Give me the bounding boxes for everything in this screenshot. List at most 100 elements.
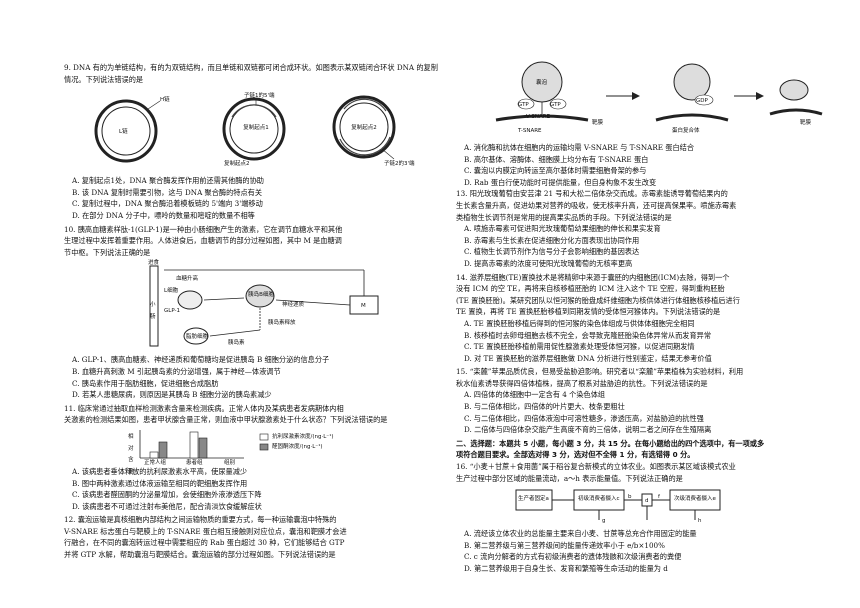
question-stem-line: 12. 囊泡运输是真核细胞内部结构之间运输物质的重要方式，每一种运输囊泡中特殊的 (64, 515, 337, 525)
option-a: A. TE 置换胚胎移植后得到的恒河猴的染色体组成与供体体细胞完全相同 (464, 318, 695, 328)
option-a: A. 流经该立体农业的总能量主要来自小麦、甘蔗等总充合作用固定的能量 (464, 529, 697, 539)
question-stem-line: 16. “小麦＋甘蔗＋食用菌”属于稻谷复合新模式的立体农业。如图表示某区域该模式… (456, 462, 736, 472)
gtp-label-2: GTP (550, 102, 561, 108)
question-stem-line: 11. 临床常通过抽取血样检测激素含量来检测疾病。正常人体内及某病患者发病期体内… (64, 403, 344, 413)
h-chain-label: H链 (160, 97, 170, 104)
option-c: C. 胰岛素作用于脂肪细胞，促进细胞合成脂肪 (72, 378, 219, 388)
option-c: C. 植物生长调节剂作为信号分子会影响细胞的基因表达 (464, 247, 640, 257)
beta-cell-label: 胰岛B细胞 (248, 292, 274, 299)
question-stem-line: (TE 置换胚胎)。某研究团队以恒河猴的胎盘成纤维细胞为核供体进行体细胞核移植后… (456, 295, 740, 305)
category-normal: 正常人组 (144, 459, 167, 466)
option-b: B. 该 DNA 复制时需要引物，这与 DNA 聚合酶的特点有关 (72, 187, 263, 197)
question-stem-line: 生理过程中发挥着重要作用。人体进食后，血糖调节的部分过程如图，其中 M 是血糖调 (64, 236, 342, 246)
question-stem-line: 生长素含量升高，促进幼果对营养的吸收，使无核率升高，还可提高保果率。喷施赤霉素 (456, 200, 737, 210)
l-cell-label: L细胞 (164, 288, 179, 295)
question-stem-line: 关激素的检测结果如图，患者甲状腺含量正常，则血液中甲状腺激素处于什么状态？下列说… (64, 415, 388, 425)
q12-option-c: C. 囊泡以内膜定向转运至高尔基体时需要细胞骨架的参与 (464, 166, 647, 176)
target-membrane-label-2: 靶膜 (800, 120, 812, 126)
origin2-label-a: 复制起点2 (224, 161, 250, 168)
q12-option-b: B. 高尔基体、溶酶体、细胞膜上均分布有 T-SNARE 蛋白 (464, 154, 649, 164)
category-patient: 患者组 (186, 459, 203, 466)
fat-cell-label: 脂肪细胞 (186, 334, 209, 341)
legend-adh: 抗利尿激素浓度/(ng·L⁻¹) (272, 433, 334, 440)
question-9: 9. DNA 有的为单链结构，有的为双链结构，而且单链和双链都可闭合成环状。如图… (64, 62, 442, 222)
energy-flow-figure: 生产者固定a 初级消费者摄入c 次级消费者摄入e b d f g h (456, 486, 836, 526)
dna-replication-figure: H链 L链 子链1的5'端 复制起点1 复制起点2 复制起点2 子链2的3'端 (64, 87, 442, 173)
option-b: B. 核移植时去卵母细胞去核不完全，会导致克隆胚胎染色体异常从而发育异常 (464, 330, 712, 340)
glucose-up-label: 血糖升高 (176, 276, 199, 283)
option-b: B. 第二营养级与第三营养级间的能量传递效率小于 e/b×100% (464, 540, 665, 550)
option-c: C. 该病患者醛固酮的分泌量增加，会使细胞外液渗透压下降 (72, 490, 262, 500)
option-d: D. 第二营养级用于自身生长、发育和繁殖等生命活动的能量为 d (464, 564, 668, 573)
right-column: 囊泡 GTP GTP V-SNARE T-SNARE 靶膜 GDP 蛋白复合体 … (456, 60, 836, 577)
producer-box: 生产者固定a (518, 496, 549, 503)
question-stem: 9. DNA 有的为单链结构，有的为双链结构，而且单链和双链都可闭合成环状。如图… (64, 63, 438, 84)
protein-complex-label: 蛋白复合体 (672, 128, 700, 134)
option-c: C. 与二倍体相比，四倍体液泡中可溶性糖多，渗透压高，对盐胁迫的抗性强 (464, 413, 704, 423)
question-10: 10. 胰高血糖素样肽-1(GLP-1)是一种由小肠细胞产生的激素，它在调节血糖… (64, 224, 442, 401)
option-c: C. TE 置换胚胎移植前需用促性腺激素处理受体恒河猴，以促进同期发情 (464, 342, 695, 352)
question-stem-line: V-SNARE 标志蛋白与靶膜上的 T-SNARE 蛋白相互接触则对应位点，囊泡… (64, 526, 347, 536)
question-stem-line: 类植物生长调节剂是常用的提高果实品质的手段。下列说法错误的是 (456, 212, 672, 222)
legend-aldosterone: 醛固酮浓度/(ng·L⁻¹) (272, 443, 323, 450)
v-snare-label: V-SNARE (526, 114, 551, 120)
insulin-release-label: 胰岛素释放 (268, 320, 296, 327)
question-stem-line: 生产过程中部分区域的能量流动，a～h 表示能量值。下列说法正确的是 (456, 473, 683, 483)
q12-option-d: D. Rab 蛋白行使功能时可提供能量，但自身构象不发生改变 (464, 177, 657, 187)
option-d: D. 提高赤霉素的浓度可使阳光玫瑰葡萄的无核率更高 (464, 258, 633, 268)
energy-g: g (602, 518, 606, 525)
option-a: A. GLP-1、胰高血糖素、神经递质和葡萄糖均是促进胰岛 B 细胞分泌的信息分… (72, 355, 330, 365)
option-d: D. 该病患者不可通过注射布美他尼，配合清淡饮食缓解症状 (72, 501, 262, 511)
primary-consumer-box: 初级消费者摄入c (578, 496, 620, 503)
vesicle-transport-figure: 囊泡 GTP GTP V-SNARE T-SNARE 靶膜 GDP 蛋白复合体 … (456, 60, 836, 140)
hormone-bar-figure: 相对含量 抗利尿激素浓度/(ng·L⁻¹) 醛固酮浓度/(ng·L⁻¹) 正常人… (64, 428, 442, 475)
energy-h: h (698, 518, 702, 525)
option-a: A. 该病患者垂体释放的抗利尿激素水平高，使尿量减少 (72, 466, 248, 476)
option-d: D. 若某人患糖尿病，则原因是其胰岛 B 细胞分泌的胰岛素减少 (72, 390, 272, 400)
question-16: 16. “小麦＋甘蔗＋食用菌”属于稻谷复合新模式的立体农业。如图表示某区域该模式… (456, 461, 836, 575)
question-stem-line: 14. 滋养层细胞(TE)置换技术是将精卵中来源于囊胚的内细胞团(ICM)去除，… (456, 272, 730, 282)
sub-chain1-label: 子链1的5'端 (244, 93, 275, 100)
energy-f: f (658, 494, 660, 501)
glp1-label: GLP-1 (164, 308, 181, 315)
option-b: B. 与二倍体相比，四倍体的叶片更大、枝条更粗壮 (464, 402, 625, 412)
origin2-label-b: 复制起点2 (351, 125, 377, 132)
center-m-label: M (361, 303, 366, 310)
section-2-header: 二、选择题：本题共 5 小题，每小题 3 分，共 15 分。在每小题给出的四个选… (456, 438, 836, 461)
question-stem-line: 行融合，在不同的囊泡转运过程中需要相应的 Rab 蛋白超过 30 种，它们能够结… (64, 538, 345, 548)
energy-d: d (645, 498, 649, 505)
option-b: B. 图中两种激素通过体液运输至相同的靶细胞发挥作用 (72, 478, 248, 488)
option-d: D. 对 TE 置换胚胎的滋养层细胞做 DNA 分析进行性别鉴定，结果无参考价值 (464, 353, 712, 363)
question-stem-line: 节中枢。下列说法正确的是 (64, 247, 151, 257)
target-membrane-label: 靶膜 (592, 120, 604, 126)
nerve-label: 神经递质 (282, 302, 305, 309)
option-a: A. 喷施赤霉素可促进阳光玫瑰葡萄幼果细胞的伸长和果实发育 (464, 224, 661, 234)
glucose-regulation-figure: 进食 血糖升高 小肠 L细胞 GLP-1 胰岛B细胞 神经递质 M 胰岛素释放 … (64, 260, 442, 352)
question-stem-line: 秋水仙素诱导获得四倍体植株，提高了根系对盐胁迫的抗性。下列说法错误的是 (456, 378, 708, 388)
question-stem-line: 10. 胰高血糖素样肽-1(GLP-1)是一种由小肠细胞产生的激素，它在调节血糖… (64, 224, 343, 234)
energy-b: b (628, 494, 632, 501)
gtp-label-1: GTP (518, 102, 529, 108)
t-snare-label: T-SNARE (518, 128, 542, 134)
section-2-line: 二、选择题：本题共 5 小题，每小题 3 分，共 15 分。在每小题给出的四个选… (456, 438, 765, 448)
option-a: A. 复制起点1处，DNA 聚合酶发挥作用前还需其他酶的协助 (72, 176, 264, 186)
option-d: D. 在部分 DNA 分子中，嘌呤的数量和嘧啶的数量不相等 (72, 210, 255, 220)
y-axis-label: 相对含量 (128, 433, 134, 475)
option-d: D. 二倍体与四倍体杂交能产生高度不育的三倍体，说明二者之间存在生殖隔离 (464, 425, 712, 435)
origin1-label: 复制起点1 (243, 125, 269, 132)
question-stem-line: 15. “栾麓”苹果品质优良，但易受盐胁迫影响。研究者以“栾麓”苹果植株为实验材… (456, 367, 744, 377)
gdp-label: GDP (696, 98, 708, 104)
option-b: B. 血糖升高刺激 M 引起胰岛素的分泌增强，属于神经—体液调节 (72, 366, 281, 376)
left-column: 9. DNA 有的为单链结构，有的为双链结构，而且单链和双链都可闭合成环状。如图… (64, 62, 442, 563)
secondary-consumer-box: 次级消费者摄入e (674, 496, 716, 503)
eat-label: 进食 (148, 260, 160, 267)
vesicle-label: 囊泡 (536, 80, 548, 86)
question-13: 13. 阳光玫瑰葡萄由安芸津 21 号和大松二倍体杂交而成。赤霉素能诱导葡萄结果… (456, 188, 836, 269)
option-a: A. 四倍体的体细胞中一定含有 4 个染色体组 (464, 390, 606, 400)
l-chain-label: L链 (119, 129, 128, 136)
option-b: B. 赤霉素与生长素在促进细胞分化方面表现出协同作用 (464, 235, 640, 245)
question-12: 12. 囊泡运输是真核细胞内部结构之间运输物质的重要方式，每一种运输囊泡中特殊的… (64, 514, 442, 560)
question-stem-line: TE 置换，再将 TE 置换胚胎移植到同期发情的受体恒河猴体内。下列说法错误的是 (456, 307, 721, 317)
intestine-label: 小肠 (150, 302, 156, 320)
